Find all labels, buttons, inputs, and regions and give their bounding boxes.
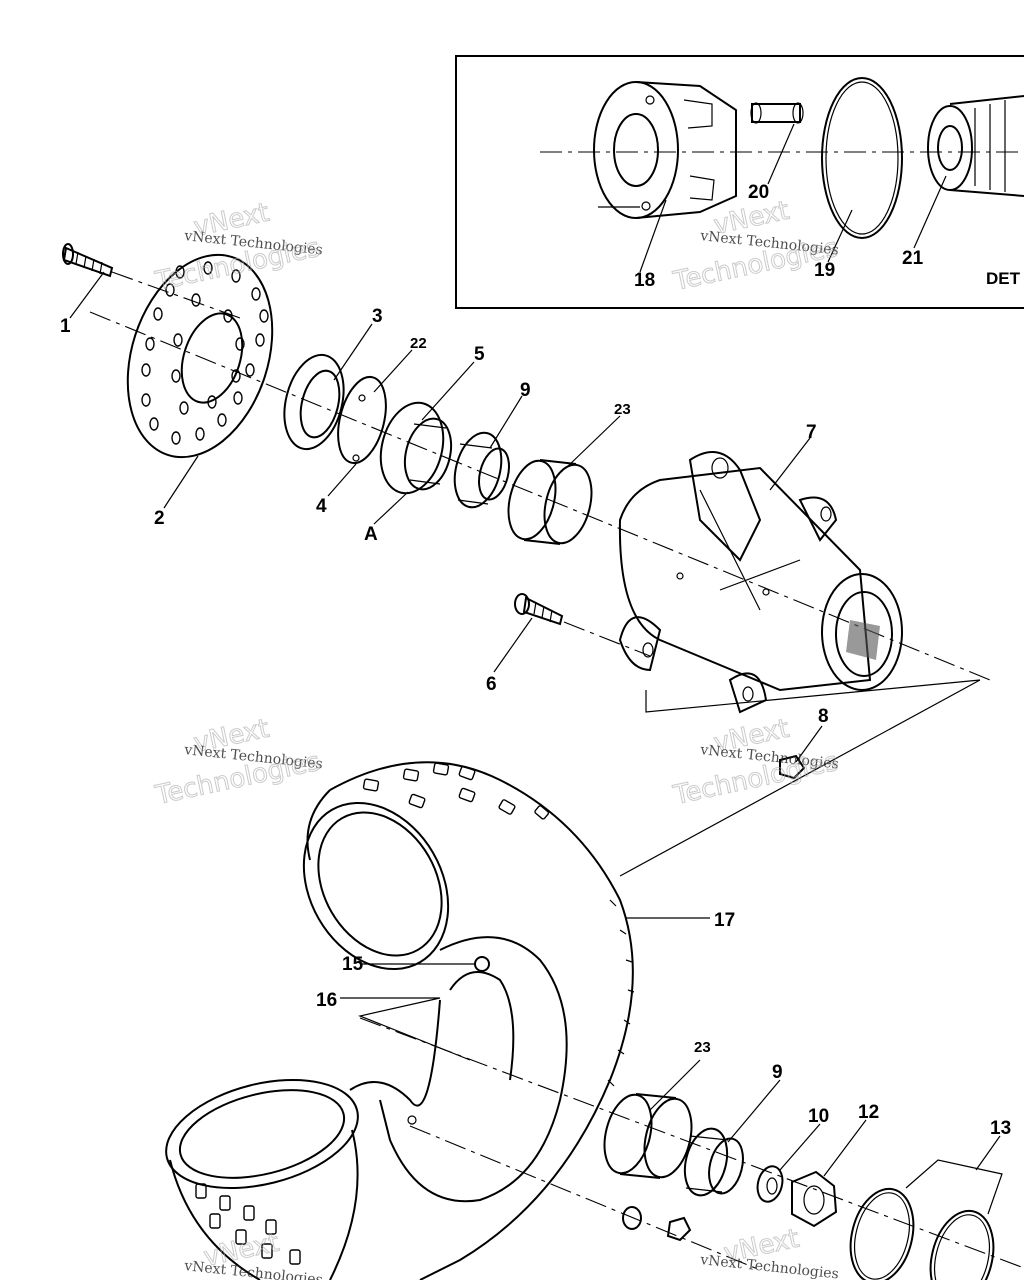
part-10-washer [756, 1165, 784, 1203]
leader-lines [69, 123, 1001, 1177]
part-23-race-bottom [603, 1093, 693, 1179]
callout-labels: 1 2 3 22 4 5 A 9 23 7 6 8 17 15 16 23 9 … [60, 182, 1021, 1139]
callout-1: 1 [60, 316, 71, 337]
part-12-castle-nut [791, 1170, 838, 1228]
part-15-valve [474, 956, 490, 972]
callout-18: 18 [634, 270, 655, 291]
small-washer-and-nut [622, 1206, 692, 1242]
part-19-o-ring [821, 77, 903, 239]
part-1-bolt [62, 243, 241, 319]
part-2-brake-disc [126, 253, 274, 459]
part-21-splined-hub [927, 95, 1024, 197]
callout-8: 8 [818, 706, 829, 727]
callout-15: 15 [342, 954, 364, 975]
watermarks: vNext vNext Technologies Technologies vN… [152, 195, 842, 1280]
callout-10: 10 [808, 1106, 829, 1127]
watermark-5: vNext vNext Technologies [183, 1227, 324, 1280]
watermark-2: vNext vNext Technologies Technologies [670, 195, 842, 297]
part-18-collar [593, 81, 737, 219]
part-7-hub [618, 451, 903, 714]
part-16-rim [349, 936, 568, 1203]
watermark-3: vNext vNext Technologies Technologies [152, 713, 324, 811]
callout-A: A [364, 524, 378, 545]
part-9-bearing-top [453, 431, 510, 509]
callout-16: 16 [316, 990, 337, 1011]
callout-19: 19 [814, 260, 835, 281]
watermark-1: vNext vNext Technologies Technologies [152, 197, 324, 297]
callout-23-bottom: 23 [694, 1039, 711, 1056]
part-22-ring [337, 375, 387, 465]
part-8-nut [619, 679, 981, 877]
part-6-bolt [514, 593, 651, 657]
part-17-tire [302, 761, 635, 1280]
part-5-bearing-carrier [379, 401, 453, 495]
part-9-bearing-bottom [683, 1127, 744, 1197]
callout-3: 3 [372, 306, 383, 327]
watermark-4: vNext vNext Technologies Technologies [670, 713, 842, 811]
part-3-seal [283, 353, 345, 451]
callout-4: 4 [316, 496, 327, 517]
part-20-pin [750, 102, 804, 124]
callout-9-top: 9 [520, 380, 531, 401]
watermark-6: vNext vNext Technologies [699, 1223, 840, 1280]
callout-7: 7 [806, 422, 817, 443]
callout-9-bottom: 9 [772, 1062, 783, 1083]
callout-21: 21 [902, 248, 924, 269]
detail-inset [455, 55, 1024, 309]
callout-17: 17 [714, 910, 735, 931]
callout-12: 12 [858, 1102, 879, 1123]
part-17-tire-lower [165, 1079, 359, 1280]
detail-box-label: DET [986, 269, 1021, 288]
part-23-race-top [507, 459, 593, 545]
callout-13: 13 [990, 1118, 1011, 1139]
callout-2: 2 [154, 508, 165, 529]
callout-20: 20 [748, 182, 769, 203]
callout-23-top: 23 [614, 401, 631, 418]
callout-5: 5 [474, 344, 485, 365]
part-13-o-rings [849, 1159, 1003, 1280]
callout-6: 6 [486, 674, 497, 695]
callout-22: 22 [410, 335, 427, 352]
